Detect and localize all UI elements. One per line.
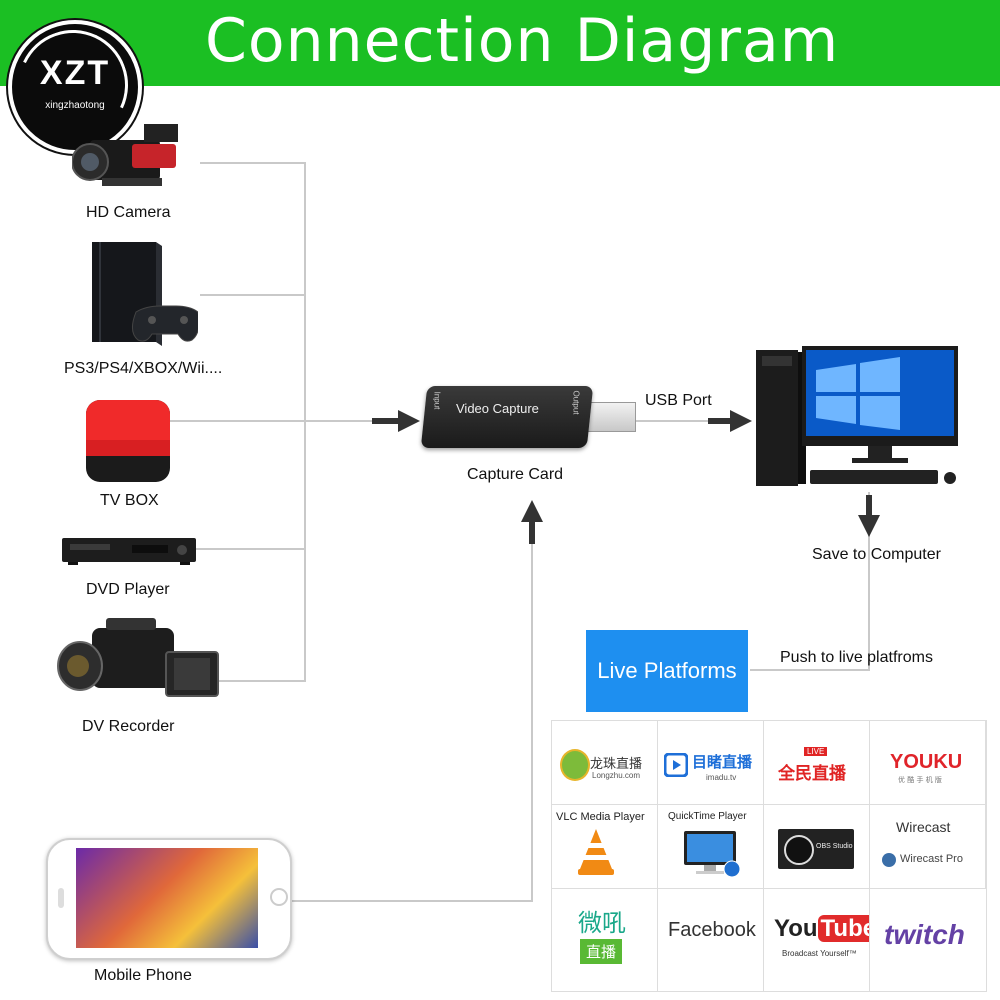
wirecast-name: Wirecast (896, 819, 951, 835)
platform-weibo: 微吼 直播 (552, 889, 658, 991)
longzhu-dragon-icon (560, 749, 590, 781)
dv-recorder-label: DV Recorder (82, 718, 175, 735)
longzhu-sub: Longzhu.com (592, 771, 641, 780)
connector-tv-box (170, 420, 376, 422)
quanmin-name: 全民直播 (778, 764, 846, 784)
arrow-down-from-computer-icon (858, 495, 880, 537)
connector-phone-horizontal (290, 900, 532, 902)
weibo-name: 微吼 (578, 909, 626, 937)
live-platforms-box: Live Platforms (586, 630, 748, 712)
vlc-cone-icon (578, 829, 614, 875)
usb-port-label: USB Port (645, 392, 712, 409)
logo-text: XZT (39, 54, 111, 92)
platform-wirecast: Wirecast Wirecast Pro (870, 805, 986, 889)
obs-logo-icon: OBS Studio (778, 829, 854, 869)
logo-subtext: xingzhaotong (45, 100, 105, 111)
save-to-computer-label: Save to Computer (812, 546, 941, 563)
platform-twitch: twitch (870, 889, 986, 991)
capture-card-body (420, 386, 594, 448)
phone-screen: 龙珠直播 (76, 848, 258, 948)
youku-sub: 优 酷 手 机 版 (898, 776, 942, 784)
platform-grid: 龙珠直播 Longzhu.com 目睹直播 imadu.tv LIVE 全民直播… (551, 720, 987, 992)
connector-usb (632, 420, 712, 422)
youtube-tube: Tube (817, 915, 869, 942)
youku-name: YOUKU (890, 751, 963, 773)
connector-dv (218, 680, 306, 682)
tv-box-icon (86, 400, 170, 482)
arrow-up-to-capture-icon (521, 500, 543, 544)
connector-live-horizontal (750, 669, 870, 671)
quicktime-monitor-icon (684, 831, 741, 878)
arrow-right-to-computer-icon (708, 410, 752, 432)
platform-quicktime: QuickTime Player (658, 805, 764, 889)
mobile-phone: 龙珠直播 (46, 838, 292, 960)
hd-camera-label: HD Camera (86, 204, 171, 221)
live-platforms-label: Live Platforms (597, 658, 737, 683)
connector-bus-vertical (304, 162, 306, 682)
platform-quanmin: LIVE 全民直播 (764, 721, 870, 805)
connector-hd-camera (200, 162, 306, 164)
phone-home-button-icon (270, 888, 288, 906)
page-title: Connection Diagram (205, 6, 840, 76)
connector-dvd (195, 548, 306, 550)
phone-speaker-icon (58, 888, 64, 908)
console-label: PS3/PS4/XBOX/Wii.... (64, 360, 223, 377)
wirecast-icon (882, 853, 896, 867)
tv-box-label: TV BOX (100, 492, 159, 509)
obs-name: OBS Studio (816, 843, 853, 850)
capture-card: Video Capture Input Output (420, 384, 640, 454)
twitch-name: twitch (884, 919, 965, 950)
youtube-logo: YouTube (774, 915, 869, 943)
platform-vlc: VLC Media Player (552, 805, 658, 889)
vlc-name: VLC Media Player (556, 811, 645, 823)
imadu-sub: imadu.tv (706, 773, 737, 782)
platform-obs: OBS Studio (764, 805, 870, 889)
game-console-icon (92, 242, 198, 346)
header-banner: Connection Diagram (0, 0, 1000, 86)
youtube-you: You (774, 915, 818, 942)
wirecast-sub: Wirecast Pro (900, 853, 963, 865)
quanmin-badge: LIVE (804, 747, 828, 756)
dvd-player-icon (62, 538, 196, 565)
platform-longzhu: 龙珠直播 Longzhu.com (552, 721, 658, 805)
obs-circle-icon (784, 835, 814, 865)
dv-recorder-icon (57, 618, 219, 697)
hd-camera-icon (72, 124, 178, 186)
quicktime-name: QuickTime Player (668, 811, 747, 822)
imadu-name: 目睹直播 (692, 753, 753, 771)
dvd-player-label: DVD Player (86, 581, 170, 598)
longzhu-name: 龙珠直播 (590, 757, 643, 772)
platform-facebook: Facebook (658, 889, 764, 991)
push-to-live-label: Push to live platfroms (780, 649, 933, 666)
connector-console (200, 294, 306, 296)
imadu-play-icon (664, 753, 688, 777)
brand-logo: XZT xingzhaotong (2, 14, 144, 156)
mobile-phone-label: Mobile Phone (94, 967, 192, 984)
capture-card-input-label: Input (432, 391, 442, 410)
weibo-sub: 直播 (580, 939, 623, 964)
connector-computer-down (868, 492, 870, 670)
computer-icon (756, 346, 958, 486)
capture-card-output-label: Output (571, 390, 581, 415)
platform-youtube: YouTube Broadcast Yourself™ (764, 889, 870, 991)
connector-phone-vertical (531, 530, 533, 902)
arrow-right-to-capture-icon (372, 410, 420, 432)
platform-imadu: 目睹直播 imadu.tv (658, 721, 764, 805)
platform-youku: YOUKU 优 酷 手 机 版 (870, 721, 986, 805)
capture-card-text: Video Capture (456, 401, 539, 416)
youtube-sub: Broadcast Yourself™ (782, 949, 857, 958)
facebook-name: Facebook (668, 919, 756, 941)
capture-card-label: Capture Card (467, 466, 564, 483)
